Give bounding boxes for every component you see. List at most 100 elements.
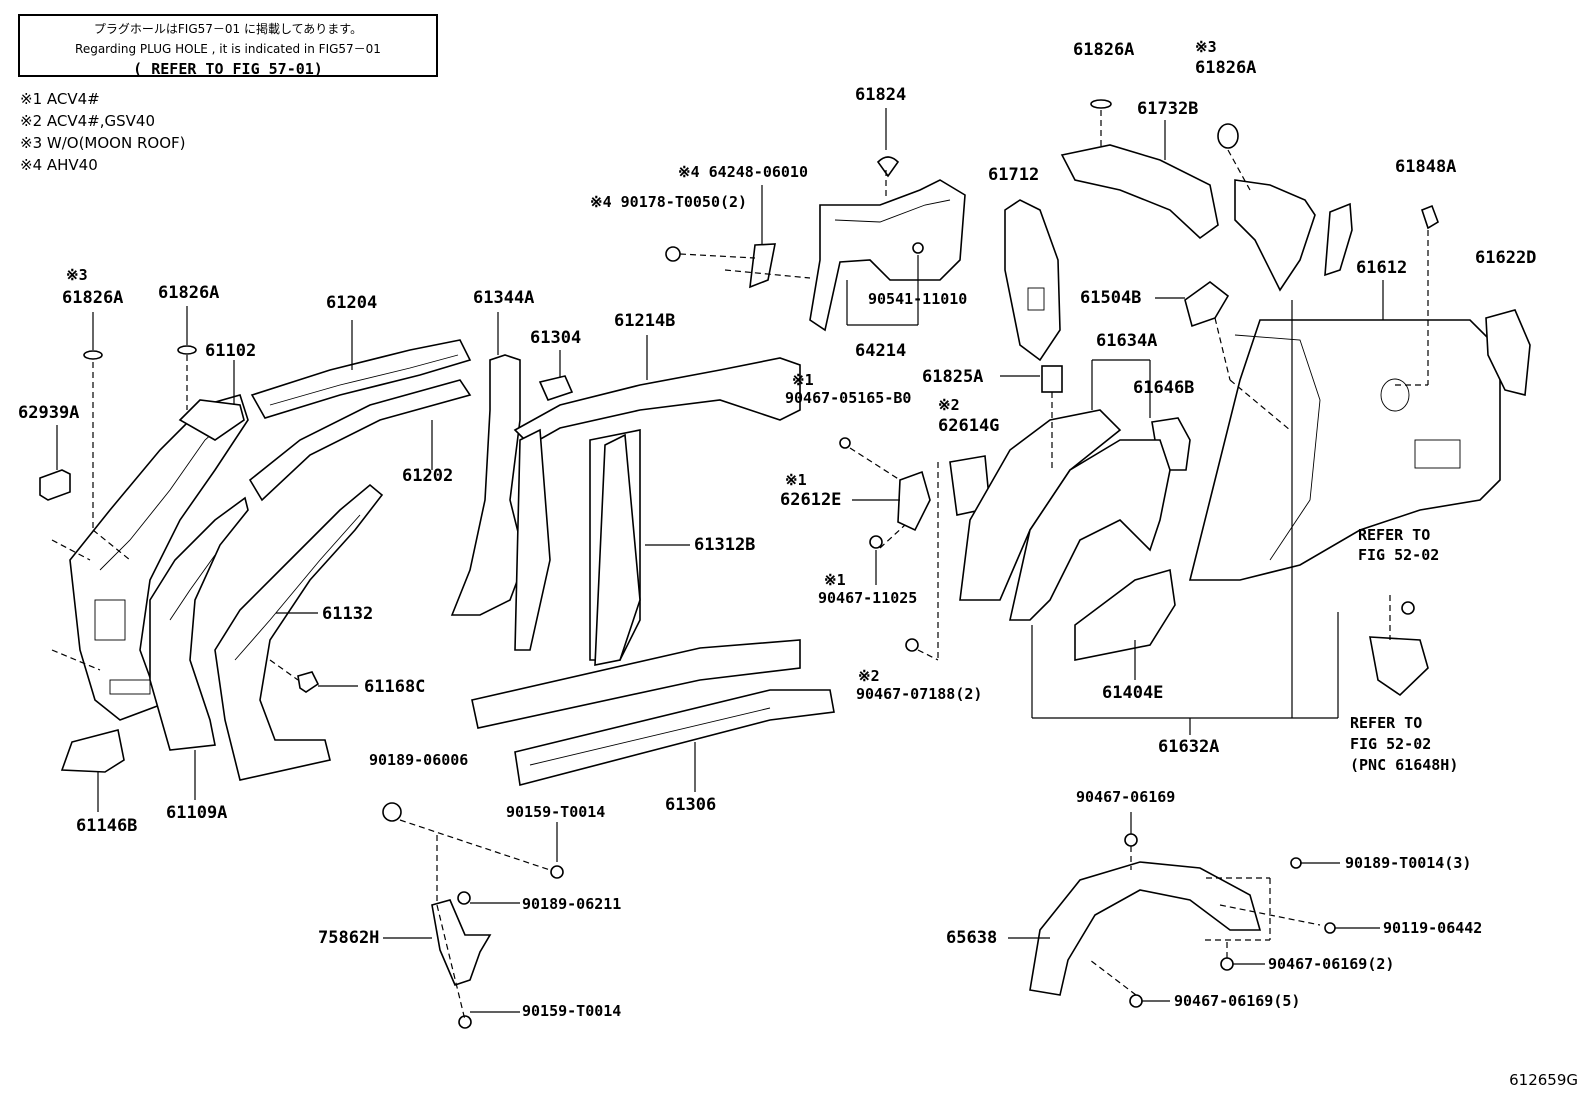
brace-right [1324,202,1353,277]
part-label-61646B[interactable]: 61646B [1133,378,1195,398]
roof-side-61732B [1060,144,1219,240]
bracket-75862H [431,899,492,986]
part-label-61344A[interactable]: 61344A [473,288,535,308]
part-label-61132[interactable]: 61132 [322,604,374,624]
clip-90467-11025 [869,535,883,549]
pillar-61312B [594,433,641,666]
mark-62614G: ※2 [938,396,960,414]
part-label-61102[interactable]: 61102 [205,341,257,361]
leader-lines [56,108,1384,1013]
bracket-61304 [538,375,574,401]
clip-90467-06169-5 [1129,994,1143,1008]
condition-4: ※4 AHV40 [20,156,98,174]
part-label-62939A[interactable]: 62939A [18,403,80,423]
bolt-90159-T0014-b [458,1015,472,1029]
part-label-90189-T0014-3[interactable]: 90189-T0014(3) [1345,854,1472,872]
refer-text-1a: REFER TO [1358,526,1431,544]
figure-id: 612659G [1509,1071,1578,1089]
bracket-61404E [1074,568,1176,661]
side-member-61214B [513,357,801,661]
cowl-bracket-64214 [809,179,966,332]
part-label-61202[interactable]: 61202 [402,466,454,486]
clip-61824 [876,156,900,178]
bracket-61648H [1369,636,1429,697]
part-label-90467-06169-2[interactable]: 90467-06169(2) [1268,955,1395,973]
part-label-65638[interactable]: 65638 [946,928,998,948]
part-label-90467-06169-5[interactable]: 90467-06169(5) [1174,992,1301,1010]
part-label-90467-07188[interactable]: 90467-07188(2) [856,685,983,703]
block-62939A [39,469,71,501]
part-label-61214B[interactable]: 61214B [614,311,676,331]
rail-61204 [250,339,472,419]
part-label-61168C[interactable]: 61168C [364,677,426,697]
mark-90467-07188: ※2 [858,667,880,685]
mark-90467-05165: ※1 [792,371,814,389]
part-label-61848A[interactable]: 61848A [1395,157,1457,177]
clip-61848A [1421,204,1439,230]
part-label-61826A-center[interactable]: 61826A [158,283,220,303]
refer-text-2a: REFER TO [1350,714,1423,732]
part-label-90159-T0014-b[interactable]: 90159-T0014 [522,1002,622,1020]
part-label-90467-06169[interactable]: 90467-06169 [1076,788,1176,806]
part-label-64214[interactable]: 64214 [855,341,907,361]
part-label-90178-T0050[interactable]: ※4 90178-T0050(2) [590,193,748,211]
refer-pnc-2[interactable]: (PNC 61648H) [1350,756,1459,774]
part-label-62612E[interactable]: 62612E [780,490,842,510]
part-label-61306[interactable]: 61306 [665,795,717,815]
plug-61826A-top [1090,99,1112,109]
screw-90119-06442 [1324,922,1336,934]
part-label-61304[interactable]: 61304 [530,328,582,348]
wheelhouse-outer [959,409,1122,601]
plug-61826A-center [177,345,197,355]
part-label-61824[interactable]: 61824 [855,85,907,105]
part-label-61109A[interactable]: 61109A [166,803,228,823]
part-label-61634A[interactable]: 61634A [1096,331,1158,351]
part-label-64248-06010[interactable]: ※4 64248-06010 [678,163,808,181]
part-label-62614G[interactable]: 62614G [938,416,1000,436]
part-label-61826A-left[interactable]: 61826A [62,288,124,308]
pillar-61109A [149,496,249,751]
part-label-61826A-top[interactable]: 61826A [1073,40,1135,60]
clip-61168C [297,671,320,693]
part-label-90541-11010[interactable]: 90541-11010 [868,290,968,308]
part-label-75862H[interactable]: 75862H [318,928,380,948]
part-label-61622D[interactable]: 61622D [1475,248,1537,268]
mark-61826A-left: ※3 [66,266,88,284]
refer-link-1[interactable]: FIG 52-02 [1358,546,1440,564]
part-label-90467-05165-B0[interactable]: 90467-05165-B0 [785,389,912,407]
rocker-upper [471,639,801,729]
plug-61826A-left [83,350,103,360]
part-label-61825A[interactable]: 61825A [922,367,984,387]
part-label-90119-06442[interactable]: 90119-06442 [1383,919,1483,937]
part-label-90467-11025[interactable]: 90467-11025 [818,589,918,607]
part-label-90189-06006[interactable]: 90189-06006 [369,751,469,769]
clip-fig52-02 [1401,601,1415,615]
note-jp: プラグホールはFIG57－01 に掲載してあります。 [93,22,363,36]
part-label-61732B[interactable]: 61732B [1137,99,1199,119]
note-refer-link[interactable]: ( REFER TO FIG 57-01) [133,60,323,78]
plug-61826A-roof [1217,123,1239,149]
part-label-61504B[interactable]: 61504B [1080,288,1142,308]
part-label-61204[interactable]: 61204 [326,293,378,313]
part-label-61404E[interactable]: 61404E [1102,683,1164,703]
clip-90467-06169-2 [1220,957,1234,971]
part-label-61826A-roof[interactable]: 61826A [1195,58,1257,78]
part-label-90189-06211[interactable]: 90189-06211 [522,895,622,913]
bracket-64248 [749,243,776,289]
wheelhouse-inner-61634A [1009,439,1171,621]
part-label-90159-T0014-a[interactable]: 90159-T0014 [506,803,606,821]
part-label-61632A[interactable]: 61632A [1158,737,1220,757]
fastener-90189-06006 [382,802,402,822]
fender-liner-65638 [1029,861,1262,996]
refer-link-2[interactable]: FIG 52-02 [1350,735,1432,753]
bracket-62612E [897,470,931,532]
part-label-61146B[interactable]: 61146B [76,816,138,836]
part-label-61312B[interactable]: 61312B [694,535,756,555]
clip-90467-06169-a [1124,833,1138,847]
rail-61202 [248,379,472,502]
part-label-61712[interactable]: 61712 [988,165,1040,185]
mark-90467-11025: ※1 [824,571,846,589]
part-label-61612[interactable]: 61612 [1356,258,1408,278]
